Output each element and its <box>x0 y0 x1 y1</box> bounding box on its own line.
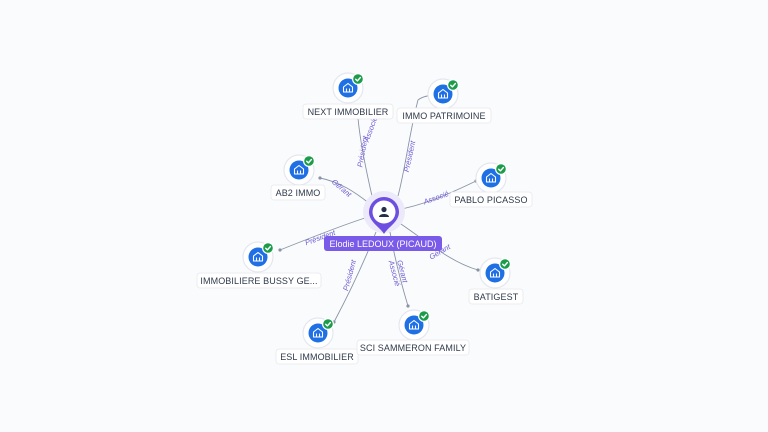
company-name: SCI SAMMERON FAMILY <box>360 343 466 353</box>
company-node-pablo-picasso[interactable]: PABLO PICASSO <box>449 162 533 208</box>
building-icon <box>485 172 497 183</box>
company-label-box <box>275 348 359 365</box>
edge-arrow <box>278 248 282 252</box>
edge-role-label: Gérant <box>330 177 354 199</box>
company-name: BATIGEST <box>474 292 519 302</box>
company-name: AB2 IMMO <box>276 188 321 198</box>
company-name: PABLO PICASSO <box>454 195 527 205</box>
company-name: NEXT IMMOBILIER <box>308 107 389 117</box>
edge-arrow <box>476 268 480 272</box>
company-node-immobiliere-bussy[interactable]: IMMOBILIERE BUSSY GE... <box>196 241 322 289</box>
building-icon <box>342 82 354 93</box>
center-person-node[interactable]: Elodie LEDOUX (PICAUD) <box>324 191 442 251</box>
company-label-box <box>302 103 394 120</box>
company-label-box <box>468 288 524 305</box>
edge-role-label: Président <box>355 134 370 168</box>
person-label-box <box>324 236 442 251</box>
company-node-next-immobilier[interactable]: NEXT IMMOBILIER <box>302 72 394 120</box>
company-node-sci-sammeron-family[interactable]: SCI SAMMERON FAMILY <box>356 309 470 356</box>
company-name: ESL IMMOBILIER <box>280 352 354 362</box>
company-node-core <box>289 160 309 180</box>
company-label-box <box>196 272 322 289</box>
company-node-batigest[interactable]: BATIGEST <box>468 257 524 305</box>
company-node-core <box>338 78 358 98</box>
building-icon <box>408 319 420 330</box>
building-icon <box>293 164 305 175</box>
graph-nodes: NEXT IMMOBILIER IMMO PATRIMOINE AB2 IMMO PA… <box>196 72 533 365</box>
company-name: IMMO PATRIMOINE <box>402 111 485 121</box>
edge-role-label: Président <box>341 258 358 292</box>
company-node-core <box>248 247 268 267</box>
verified-check-icon <box>447 79 459 91</box>
verified-check-icon <box>499 258 511 270</box>
building-icon <box>312 327 324 338</box>
building-icon <box>437 88 449 99</box>
verified-check-icon <box>418 310 430 322</box>
verified-check-icon <box>495 163 507 175</box>
edge-next-immobilier <box>357 117 373 197</box>
company-node-core <box>485 263 505 283</box>
verified-check-icon <box>262 242 274 254</box>
company-node-ab2-immo[interactable]: AB2 IMMO <box>270 154 326 201</box>
company-label-box <box>449 191 533 208</box>
edge-immobiliere-bussy <box>279 217 366 251</box>
company-node-core <box>308 323 328 343</box>
edge-arrow <box>318 176 322 180</box>
company-label-box <box>270 184 326 201</box>
building-icon <box>252 251 264 262</box>
building-icon <box>489 267 501 278</box>
verified-check-icon <box>322 318 334 330</box>
company-label-box <box>356 339 470 356</box>
company-node-core <box>481 168 501 188</box>
company-label-box <box>396 107 492 124</box>
edge-role-label: Associé <box>421 189 450 207</box>
person-name: Elodie LEDOUX (PICAUD) <box>329 239 436 249</box>
verified-check-icon <box>352 73 364 85</box>
company-node-core <box>404 315 424 335</box>
company-node-core <box>433 84 453 104</box>
edge-role-label: Président <box>402 139 418 173</box>
person-icon <box>379 206 389 217</box>
company-node-immo-patrimoine[interactable]: IMMO PATRIMOINE <box>396 78 492 124</box>
company-name: IMMOBILIERE BUSSY GE... <box>200 276 317 286</box>
edge-arrow <box>406 304 410 308</box>
company-node-esl-immobilier[interactable]: ESL IMMOBILIER <box>275 317 359 365</box>
verified-check-icon <box>303 155 315 167</box>
